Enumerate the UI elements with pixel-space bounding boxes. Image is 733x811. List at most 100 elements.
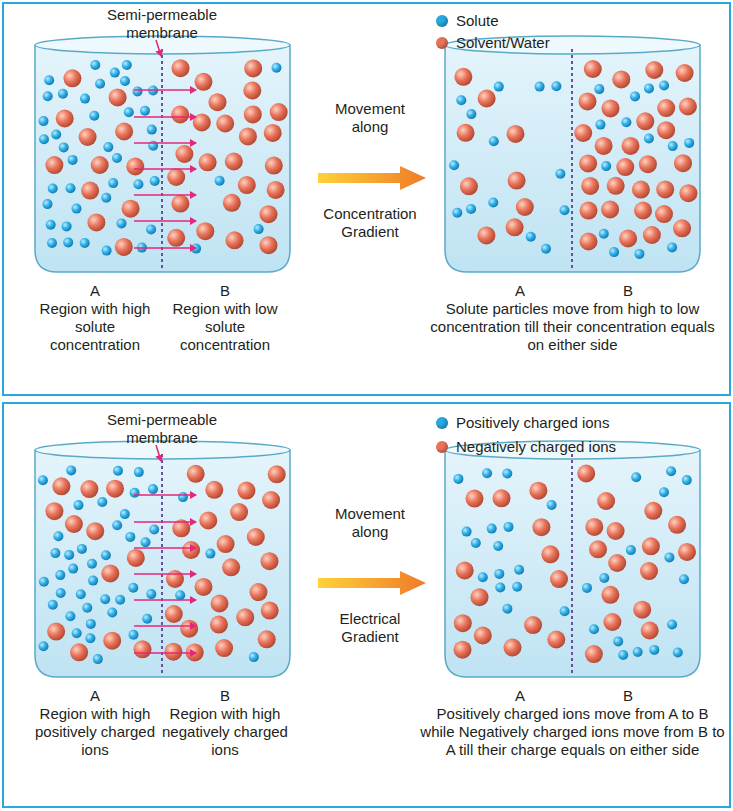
red-particle (644, 502, 662, 520)
red-particle (577, 465, 595, 483)
legend-swatch (436, 417, 448, 429)
panel-frame (3, 3, 730, 395)
red-particle (656, 180, 674, 198)
red-particle (493, 489, 511, 507)
red-particle (91, 156, 109, 174)
blue-particle (666, 466, 676, 476)
red-particle (633, 601, 651, 619)
side-letter: A (505, 282, 535, 300)
side-letter: A (80, 687, 110, 705)
red-particle (471, 588, 489, 606)
red-particle (508, 172, 526, 190)
blue-particle (601, 161, 611, 171)
blue-particle (142, 614, 152, 624)
membrane-label: Semi-permeable membrane (92, 411, 232, 447)
blue-particle (39, 641, 49, 651)
red-particle (166, 570, 184, 588)
drawing-layer (35, 36, 700, 677)
blue-particle (551, 81, 561, 91)
red-particle (182, 541, 200, 559)
blue-particle (609, 247, 619, 257)
blue-particle (667, 620, 677, 630)
red-particle (230, 503, 248, 521)
blue-particle (249, 652, 259, 662)
blue-particle (134, 467, 144, 477)
blue-particle (478, 572, 488, 582)
red-particle (622, 137, 640, 155)
blue-particle (68, 564, 78, 574)
region-caption: Region with low solute concentration (165, 300, 285, 354)
blue-particle (205, 549, 215, 559)
movement-arrow (134, 89, 196, 91)
red-particle (456, 562, 474, 580)
beaker-wall (445, 45, 700, 272)
red-particle (581, 177, 599, 195)
red-particle (478, 90, 496, 108)
blue-particle (668, 141, 678, 151)
blue-particle (495, 583, 505, 593)
red-particle (466, 490, 484, 508)
blue-particle (613, 636, 623, 646)
blue-particle (112, 153, 122, 163)
red-particle (222, 558, 240, 576)
blue-particle (77, 544, 87, 554)
blue-particle (39, 577, 49, 587)
red-particle (608, 554, 626, 572)
blue-particle (125, 532, 135, 542)
blue-particle (113, 466, 123, 476)
red-particle (52, 477, 70, 495)
red-particle (47, 623, 65, 641)
red-particle (632, 181, 650, 199)
red-particle (115, 123, 133, 141)
red-particle (585, 518, 603, 536)
red-particle (645, 61, 663, 79)
legend-swatch (436, 441, 448, 453)
red-particle (86, 522, 104, 540)
red-particle (172, 59, 190, 77)
blue-particle (88, 576, 98, 586)
region-caption: Region with high negatively charged ions (160, 705, 290, 759)
blue-particle (63, 237, 73, 247)
red-particle (260, 205, 278, 223)
blue-particle (58, 89, 68, 99)
red-particle (165, 605, 183, 623)
blue-particle (272, 63, 282, 73)
red-particle (639, 155, 657, 173)
red-particle (679, 184, 697, 202)
red-particle (238, 176, 256, 194)
process-label: Concentration Gradient (315, 205, 425, 241)
blue-particle (452, 208, 462, 218)
red-particle (205, 481, 223, 499)
red-particle (657, 99, 675, 117)
movement-arrow (134, 194, 196, 196)
blue-particle (48, 600, 58, 610)
red-particle (579, 154, 597, 172)
red-particle (122, 200, 140, 218)
red-particle (171, 106, 189, 124)
blue-particle (112, 520, 122, 530)
red-particle (584, 60, 602, 78)
red-particle (579, 92, 597, 110)
gradient-arrow (318, 571, 426, 595)
blue-particle (626, 545, 636, 555)
movement-arrow (134, 652, 196, 654)
side-letter: A (505, 687, 535, 705)
red-particle (250, 583, 268, 601)
blue-particle (101, 193, 111, 203)
red-particle (195, 73, 213, 91)
blue-particle (453, 474, 463, 484)
red-particle (580, 233, 598, 251)
blue-particle (133, 179, 143, 189)
blue-particle (659, 81, 669, 91)
blue-particle (72, 204, 82, 214)
blue-particle (148, 484, 158, 494)
blue-particle (599, 573, 609, 583)
blue-particle (471, 538, 481, 548)
red-particle (45, 156, 63, 174)
red-particle (115, 238, 133, 256)
membrane-line (161, 454, 163, 675)
red-particle (270, 103, 288, 121)
blue-particle (633, 647, 643, 657)
red-particle (474, 627, 492, 645)
red-particle (215, 639, 233, 657)
